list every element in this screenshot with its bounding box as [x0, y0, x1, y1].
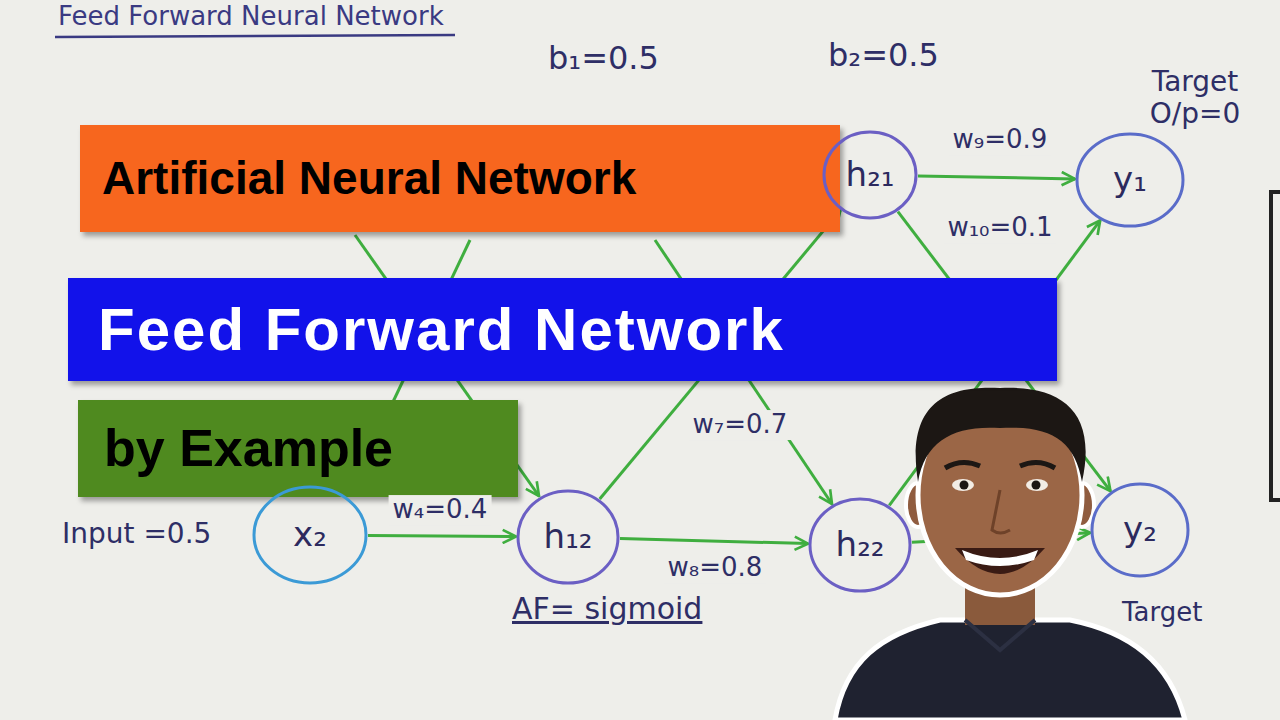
title-banner: Feed Forward Network: [68, 278, 1057, 381]
neuron-label: y₂: [1123, 511, 1157, 548]
banner-text: by Example: [104, 420, 393, 477]
weight-label: w₈=0.8: [664, 553, 767, 583]
neuron-label: h₁₂: [544, 518, 593, 555]
presenter-pupil: [960, 481, 969, 490]
presenter-eye: [1026, 479, 1048, 491]
title-banner: Artificial Neural Network: [80, 125, 840, 232]
presenter-hair: [916, 388, 1086, 482]
banner-text: Artificial Neural Network: [102, 153, 636, 204]
neuron-circle: h₂₁: [822, 130, 918, 220]
neuron-ellipse: [1092, 484, 1188, 576]
input-neuron: x₂: [252, 485, 368, 585]
title-underline: [55, 35, 455, 37]
presenter-nose: [992, 490, 1010, 533]
neuron-circle: h₁₂: [516, 489, 620, 585]
board-note: b₂=0.5: [828, 37, 939, 74]
presenter-mouth: [955, 548, 1045, 574]
banner-text: Feed Forward Network: [98, 297, 785, 363]
board-note: AF= sigmoid: [512, 592, 702, 627]
neuron-label: h₂₁: [846, 156, 895, 193]
weight-label: w₉=0.9: [949, 125, 1052, 155]
title-banner: by Example: [78, 400, 518, 497]
output-neuron: y₁: [1075, 132, 1185, 228]
neuron-label: h₂₂: [836, 526, 885, 563]
neuron-ellipse: [518, 491, 618, 583]
neuron-ellipse: [254, 487, 366, 583]
output-neuron: y₂: [1090, 482, 1190, 578]
board-note: Target: [1118, 598, 1206, 628]
presenter-pupil: [1032, 481, 1041, 490]
neuron-label: y₁: [1113, 161, 1147, 198]
presenter-collar: [965, 620, 1035, 650]
presenter-brow: [1020, 462, 1055, 468]
weight-connector: [918, 176, 1075, 179]
board-bracket: [1271, 192, 1280, 500]
board-note: Target O/p=0: [1140, 66, 1250, 130]
neuron-ellipse: [810, 499, 910, 591]
neuron-circle: h₂₂: [808, 497, 912, 593]
weight-label: w₄=0.4: [389, 495, 492, 525]
neuron-ellipse: [1077, 134, 1183, 226]
neuron-ellipse: [824, 132, 916, 218]
neuron-label: x₂: [293, 516, 327, 553]
weight-label: w₇=0.7: [689, 410, 792, 440]
presenter-eye: [952, 479, 974, 491]
presenter-shirt: [835, 620, 1185, 720]
weight-connector: [620, 538, 808, 543]
weight-connector: [368, 535, 516, 536]
board-note: Input =0.5: [62, 518, 211, 550]
presenter-brow: [945, 462, 980, 468]
board-note: b₁=0.5: [548, 40, 659, 77]
presenter-teeth: [962, 550, 1038, 566]
page-title: Feed Forward Neural Network: [58, 2, 444, 32]
weight-label: w₁₀=0.1: [943, 213, 1056, 243]
